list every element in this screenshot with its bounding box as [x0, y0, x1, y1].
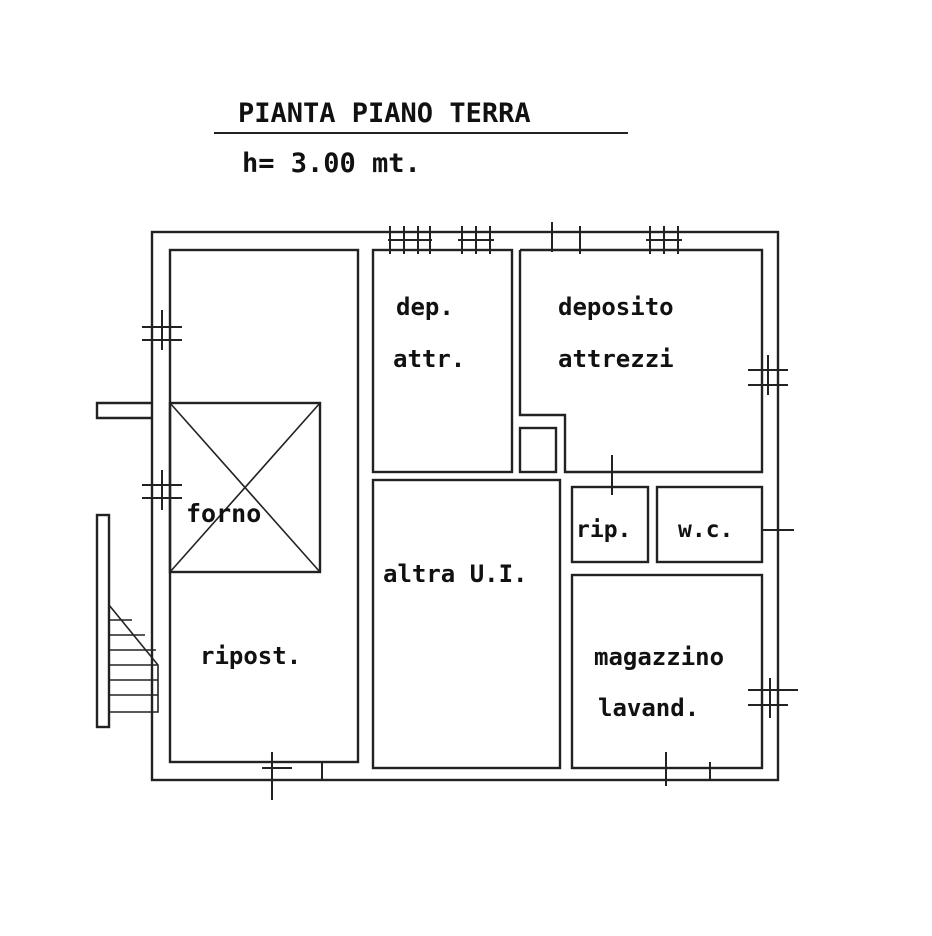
label-lavand: lavand.	[598, 694, 699, 722]
label-magazzino: magazzino	[594, 643, 724, 671]
shaft	[518, 426, 558, 474]
window-marks	[142, 222, 798, 800]
forno-box	[168, 401, 322, 574]
room-rip	[570, 485, 650, 564]
height-note: h= 3.00 mt.	[242, 148, 421, 179]
label-attrezzi: attrezzi	[558, 345, 674, 373]
stairs	[95, 513, 159, 729]
room-dep-attr	[371, 248, 514, 474]
label-altra-ui: altra U.I.	[383, 560, 528, 588]
room-altra-ui	[371, 478, 562, 770]
plan-title: PIANTA PIANO TERRA	[238, 98, 531, 129]
label-rip: rip.	[576, 517, 631, 543]
label-attr: attr.	[393, 345, 465, 373]
room-magazzino	[570, 573, 764, 770]
label-wc: w.c.	[678, 517, 733, 543]
label-dep: dep.	[396, 293, 454, 321]
label-deposito: deposito	[558, 293, 674, 321]
label-ripost: ripost.	[200, 642, 301, 670]
room-deposito-attrezzi	[518, 248, 764, 474]
room-wc	[655, 485, 764, 564]
label-forno: forno	[186, 499, 261, 528]
